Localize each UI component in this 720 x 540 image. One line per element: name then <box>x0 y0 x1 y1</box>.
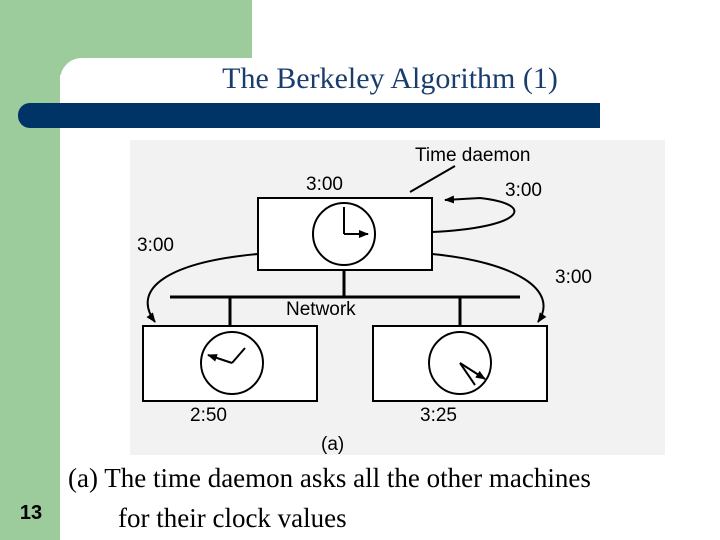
right-message-arrow <box>431 253 547 323</box>
daemon-time-label: 3:00 <box>306 174 343 195</box>
subfigure-label: (a) <box>321 434 344 455</box>
daemon-clock-icon <box>312 202 376 266</box>
slide-caption: (a) The time daemon asks all the other m… <box>68 458 708 538</box>
left-message-arrow <box>146 253 259 323</box>
right-clock-icon <box>428 331 492 395</box>
slide-number: 13 <box>19 502 43 524</box>
slide-title: The Berkeley Algorithm (1) <box>222 62 558 95</box>
self-message-label: 3:00 <box>505 180 542 201</box>
network-label: Network <box>286 299 356 320</box>
left-green-band <box>0 0 60 540</box>
time-daemon-label: Time daemon <box>415 145 530 166</box>
daemon-pointer-line <box>409 165 456 193</box>
title-underline-bar <box>18 103 600 128</box>
caption-line-1: (a) The time daemon asks all the other m… <box>68 463 591 493</box>
caption-line-2: for their clock values <box>118 503 347 533</box>
right-message-label: 3:00 <box>555 267 592 288</box>
self-message-arrow <box>431 195 516 233</box>
left-message-label: 3:00 <box>137 235 174 256</box>
left-machine-time: 2:50 <box>190 405 227 426</box>
left-clock-icon <box>200 331 264 395</box>
right-machine-time: 3:25 <box>420 405 457 426</box>
